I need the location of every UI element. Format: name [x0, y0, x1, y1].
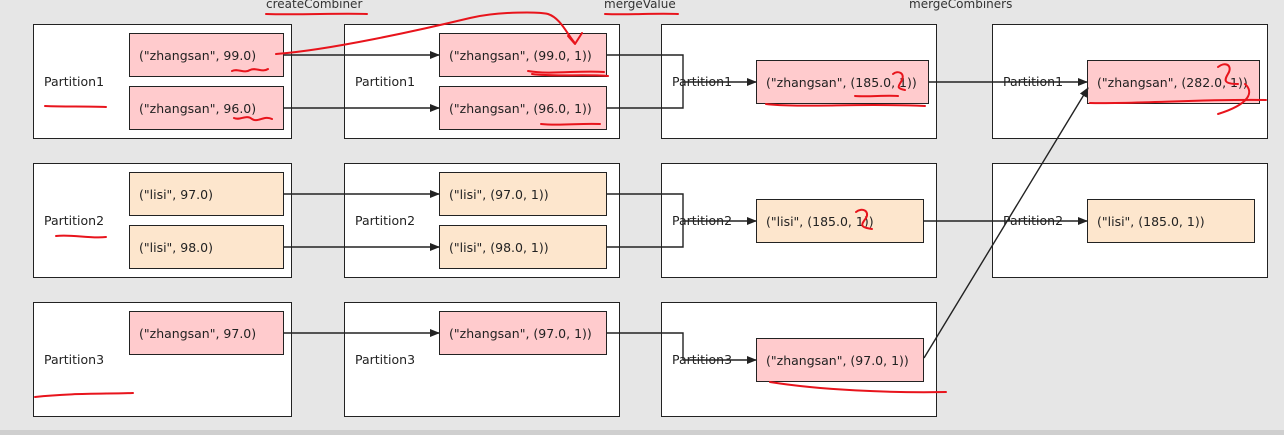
col2-record-zhangsan-96-1: ("zhangsan", (96.0, 1)) — [439, 86, 607, 130]
col3-record-zhangsan-97-1: ("zhangsan", (97.0, 1)) — [756, 338, 924, 382]
annotation-underline-col4-row1 — [1089, 98, 1267, 105]
col2-record-zhangsan-99-1: ("zhangsan", (99.0, 1)) — [439, 33, 607, 77]
annotation-underline-col3-185 — [854, 94, 899, 98]
bottom-scroll-bar — [0, 430, 1284, 435]
col2-record-zhangsan-97-1: ("zhangsan", (97.0, 1)) — [439, 311, 607, 355]
col4-record-zhangsan-282-1: ("zhangsan", (282.0, 1)) — [1087, 60, 1260, 104]
bracket-c2-c3-p3 — [607, 332, 684, 360]
col1-record-lisi-98: ("lisi", 98.0) — [129, 225, 284, 269]
annotation-underline-partition2 — [55, 234, 107, 239]
annotation-underline-partition1 — [44, 105, 107, 108]
stage-label-merge-value: mergeValue — [604, 0, 676, 11]
annotation-underline-partition3 — [34, 392, 134, 398]
col1-record-zhangsan-96: ("zhangsan", 96.0) — [129, 86, 284, 130]
arrow-c3-c4-p3-diagonal — [923, 87, 1089, 359]
annotation-swoop-col4 — [1217, 83, 1251, 115]
annotation-squiggle-99 — [231, 68, 269, 73]
stage-label-create-combiner: createCombiner — [266, 0, 363, 11]
col1-partition2-label: Partition2 — [44, 213, 105, 228]
col1-record-zhangsan-97: ("zhangsan", 97.0) — [129, 311, 284, 355]
annotation-mark-col3-row1 — [892, 71, 906, 91]
annotation-underline-merge-value — [604, 12, 679, 16]
annotation-mark-col4-row1 — [1217, 63, 1239, 85]
annotation-underline-col2-row1 — [527, 70, 605, 74]
annotation-underline-col2-row2 — [540, 122, 601, 126]
col2-partition1-label: Partition1 — [355, 74, 416, 89]
col1-record-lisi-97: ("lisi", 97.0) — [129, 172, 284, 216]
col4-record-lisi-185-1: ("lisi", (185.0, 1)) — [1087, 199, 1255, 243]
annotation-curve-99-to-combiner — [275, 11, 575, 55]
col1-partition1-label: Partition1 — [44, 74, 105, 89]
bracket-c2-c3-p2 — [607, 193, 684, 248]
annotation-underline-col3-row1 — [765, 103, 926, 107]
stage-label-merge-combiners: mergeCombiners — [909, 0, 1013, 11]
annotation-underline-create-combiner — [265, 12, 368, 16]
col2-record-lisi-97-1: ("lisi", (97.0, 1)) — [439, 172, 607, 216]
annotation-underline-col2-row1b — [531, 73, 609, 77]
annotation-underline-col3-row3 — [769, 381, 947, 394]
col2-partition3-label: Partition3 — [355, 352, 416, 367]
annotation-mark-col3-row2 — [855, 208, 873, 230]
annotation-curve-arrowhead — [567, 32, 583, 45]
annotation-squiggle-96 — [233, 116, 273, 122]
col1-partition3-label: Partition3 — [44, 352, 105, 367]
col2-partition2-label: Partition2 — [355, 213, 416, 228]
bracket-c2-c3-p1 — [607, 54, 684, 109]
col3-record-lisi-185-1: ("lisi", (185.0, 1)) — [756, 199, 924, 243]
col2-record-lisi-98-1: ("lisi", (98.0, 1)) — [439, 225, 607, 269]
